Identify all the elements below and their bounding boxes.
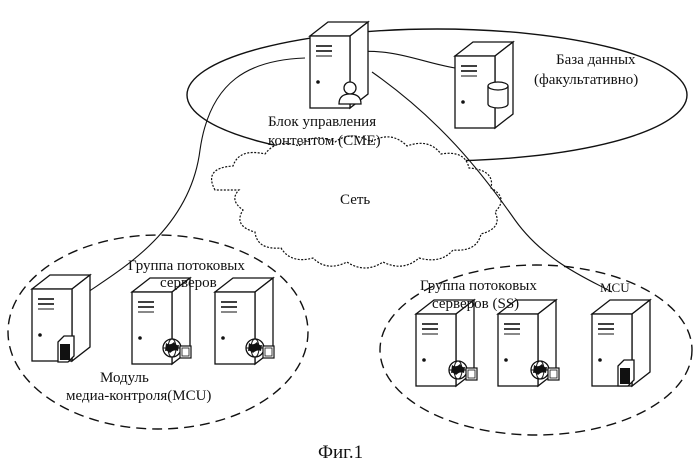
db-label-line2: (факультативно) (534, 72, 638, 88)
figure-caption: Фиг.1 (318, 442, 363, 463)
cme-label-line1: Блок управления (268, 114, 376, 130)
right-group-label-line1: Группа потоковых (420, 278, 537, 294)
left-mcu-label-line2: медиа-контроля(MCU) (66, 388, 211, 404)
left-mcu-label-line1: Модуль (100, 370, 149, 386)
right-mcu-label: MCU (600, 280, 630, 295)
right-group-label-line2: серверов (SS) (432, 296, 519, 312)
database-cylinder-icon (488, 82, 508, 108)
left-group-label-line1: Группа потоковых (128, 258, 245, 274)
module-box-icon (58, 336, 74, 362)
db-label-line1: База данных (556, 52, 636, 68)
cme-region-ellipse (187, 29, 687, 161)
network-label: Сеть (340, 192, 370, 208)
cme-server-icon (310, 22, 368, 108)
cme-label-line2: контентом (CME) (268, 133, 381, 149)
module-box-icon (618, 360, 634, 386)
left-group-label-line2: серверов (160, 275, 217, 291)
